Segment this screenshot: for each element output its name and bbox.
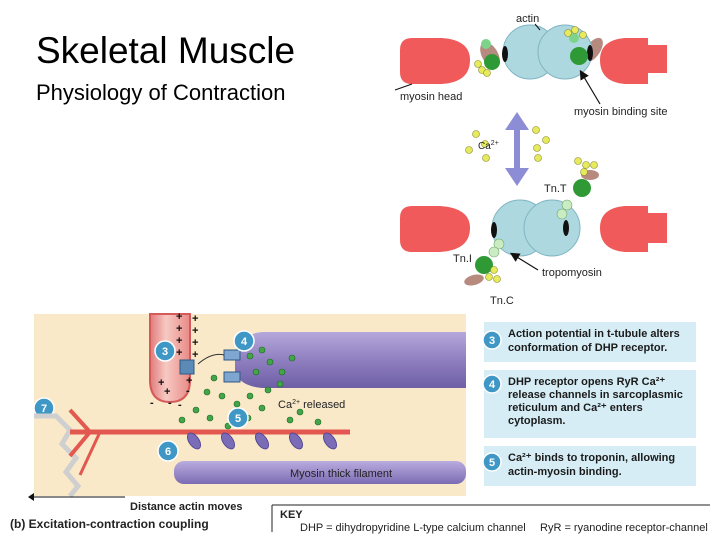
z-disc bbox=[68, 408, 92, 458]
calcium-dots-top bbox=[474, 26, 587, 77]
ryr-channel-2 bbox=[223, 371, 241, 383]
excitation-contraction-panel: +++ +++ -- +++ ++- - 3 4 5 6 7 bbox=[10, 311, 466, 531]
step-4-number: 4 bbox=[489, 379, 496, 391]
calcium-label: Ca2+ bbox=[478, 140, 499, 152]
svg-text:6: 6 bbox=[165, 446, 171, 458]
tni-label: Tn.I bbox=[453, 253, 472, 265]
svg-text:-: - bbox=[178, 399, 182, 411]
membrane-signs-right: +++ ++- - bbox=[178, 313, 198, 411]
myosin-thick-filament bbox=[174, 461, 466, 484]
svg-text:+: + bbox=[192, 337, 198, 349]
svg-text:+: + bbox=[192, 325, 198, 337]
myosin-head-right bbox=[600, 38, 667, 84]
step-5-line-2: actin-myosin binding. bbox=[508, 466, 622, 478]
myosin-head-left bbox=[400, 38, 470, 84]
dhp-receptor bbox=[179, 359, 195, 375]
svg-text:7: 7 bbox=[41, 403, 47, 415]
step-descriptions: 3 Action potential in t-tubule alters co… bbox=[482, 322, 696, 486]
binding-site-mark bbox=[587, 45, 593, 61]
step-4-line-2: release channels in sarcoplasmic bbox=[508, 389, 683, 401]
svg-text:+: + bbox=[158, 377, 164, 389]
svg-text:+: + bbox=[176, 323, 182, 335]
binding-site-mark bbox=[491, 222, 497, 238]
myosin-binding-site-label: myosin binding site bbox=[574, 106, 668, 118]
myosin-head-left-2 bbox=[400, 206, 470, 252]
step-5-number: 5 bbox=[489, 457, 495, 469]
membrane-signs-left: +++ +++ -- bbox=[150, 311, 182, 409]
tnt-label: Tn.T bbox=[544, 183, 567, 195]
tropomyosin-bottom bbox=[464, 274, 484, 286]
released-calcium-dots bbox=[178, 346, 322, 430]
actin-label: actin bbox=[516, 13, 539, 25]
binding-site-mark bbox=[563, 220, 569, 236]
svg-text:+: + bbox=[176, 311, 182, 323]
step-3-line-1: Action potential in t-tubule alters bbox=[508, 328, 680, 340]
troponin-sphere bbox=[484, 54, 500, 70]
actin-troponin-diagram-top: actin myosin head myosin binding site Ca… bbox=[394, 13, 668, 307]
troponin-sphere bbox=[573, 179, 591, 197]
key-legend: KEY DHP = dihydropyridine L-type calcium… bbox=[271, 504, 710, 534]
step-3-number: 3 bbox=[489, 335, 495, 347]
actin-globule bbox=[523, 199, 581, 257]
step-4-line-1: DHP receptor opens RyR Ca²⁺ bbox=[508, 376, 665, 388]
sarcoplasmic-reticulum bbox=[235, 332, 466, 388]
step-badge-6: 6 bbox=[157, 440, 179, 462]
svg-text:5: 5 bbox=[235, 413, 241, 425]
svg-text:+: + bbox=[176, 347, 182, 359]
step-badge-5: 5 bbox=[227, 407, 249, 429]
svg-text:-: - bbox=[168, 397, 172, 409]
tnc-label: Tn.C bbox=[490, 295, 514, 307]
calcium-dots-bottom bbox=[485, 157, 598, 283]
svg-text:4: 4 bbox=[241, 336, 248, 348]
binding-site-mark bbox=[502, 46, 508, 62]
svg-text:+: + bbox=[192, 313, 198, 325]
key-ryr: RyR = ryanodine receptor-channel bbox=[540, 522, 708, 534]
distance-actin-moves-label: Distance actin moves bbox=[130, 501, 243, 513]
tropomyosin-chain bbox=[488, 199, 573, 258]
troponin-sphere bbox=[570, 47, 588, 65]
step-4-line-4: cytoplasm. bbox=[508, 415, 565, 427]
slide-title: Skeletal Muscle bbox=[36, 30, 296, 71]
svg-text:-: - bbox=[186, 385, 190, 397]
troponin-sphere bbox=[475, 256, 493, 274]
step-4-box bbox=[484, 370, 696, 438]
step-3-line-2: conformation of DHP receptor. bbox=[508, 342, 667, 354]
troponin-c-small bbox=[569, 33, 579, 43]
slide-subtitle: Physiology of Contraction bbox=[36, 80, 286, 105]
step-5-line-1: Ca²⁺ binds to troponin, allowing bbox=[508, 452, 675, 464]
myosin-thick-filament-label: Myosin thick filament bbox=[290, 468, 392, 480]
transition-double-arrow bbox=[505, 112, 529, 186]
tropomyosin-label: tropomyosin bbox=[542, 267, 602, 279]
myosin-head-row bbox=[187, 432, 337, 450]
myosin-head-right-2 bbox=[600, 206, 667, 252]
svg-text:+: + bbox=[164, 386, 170, 398]
step-3-box bbox=[484, 322, 696, 362]
ryr-channel bbox=[223, 349, 241, 361]
ca-released-label: Ca2+ released bbox=[278, 399, 345, 411]
myosin-head-label: myosin head bbox=[400, 91, 462, 103]
svg-text:+: + bbox=[176, 335, 182, 347]
svg-text:3: 3 bbox=[162, 346, 168, 358]
free-calcium-dots bbox=[465, 126, 550, 162]
action-potential-line bbox=[34, 413, 82, 498]
key-title: KEY bbox=[280, 509, 303, 521]
step-badge-4: 4 bbox=[233, 330, 255, 352]
step-4-line-3: reticulum and Ca²⁺ enters bbox=[508, 402, 643, 414]
svg-text:+: + bbox=[192, 349, 198, 361]
svg-text:-: - bbox=[150, 397, 154, 409]
troponin-c-small bbox=[481, 39, 491, 49]
svg-text:+: + bbox=[186, 375, 192, 387]
step-badge-7: 7 bbox=[33, 397, 55, 419]
key-dhp: DHP = dihydropyridine L-type calcium cha… bbox=[300, 522, 526, 534]
panel-caption: (b) Excitation-contraction coupling bbox=[10, 517, 209, 531]
step-badge-3: 3 bbox=[154, 340, 176, 362]
step-5-box bbox=[484, 446, 696, 486]
